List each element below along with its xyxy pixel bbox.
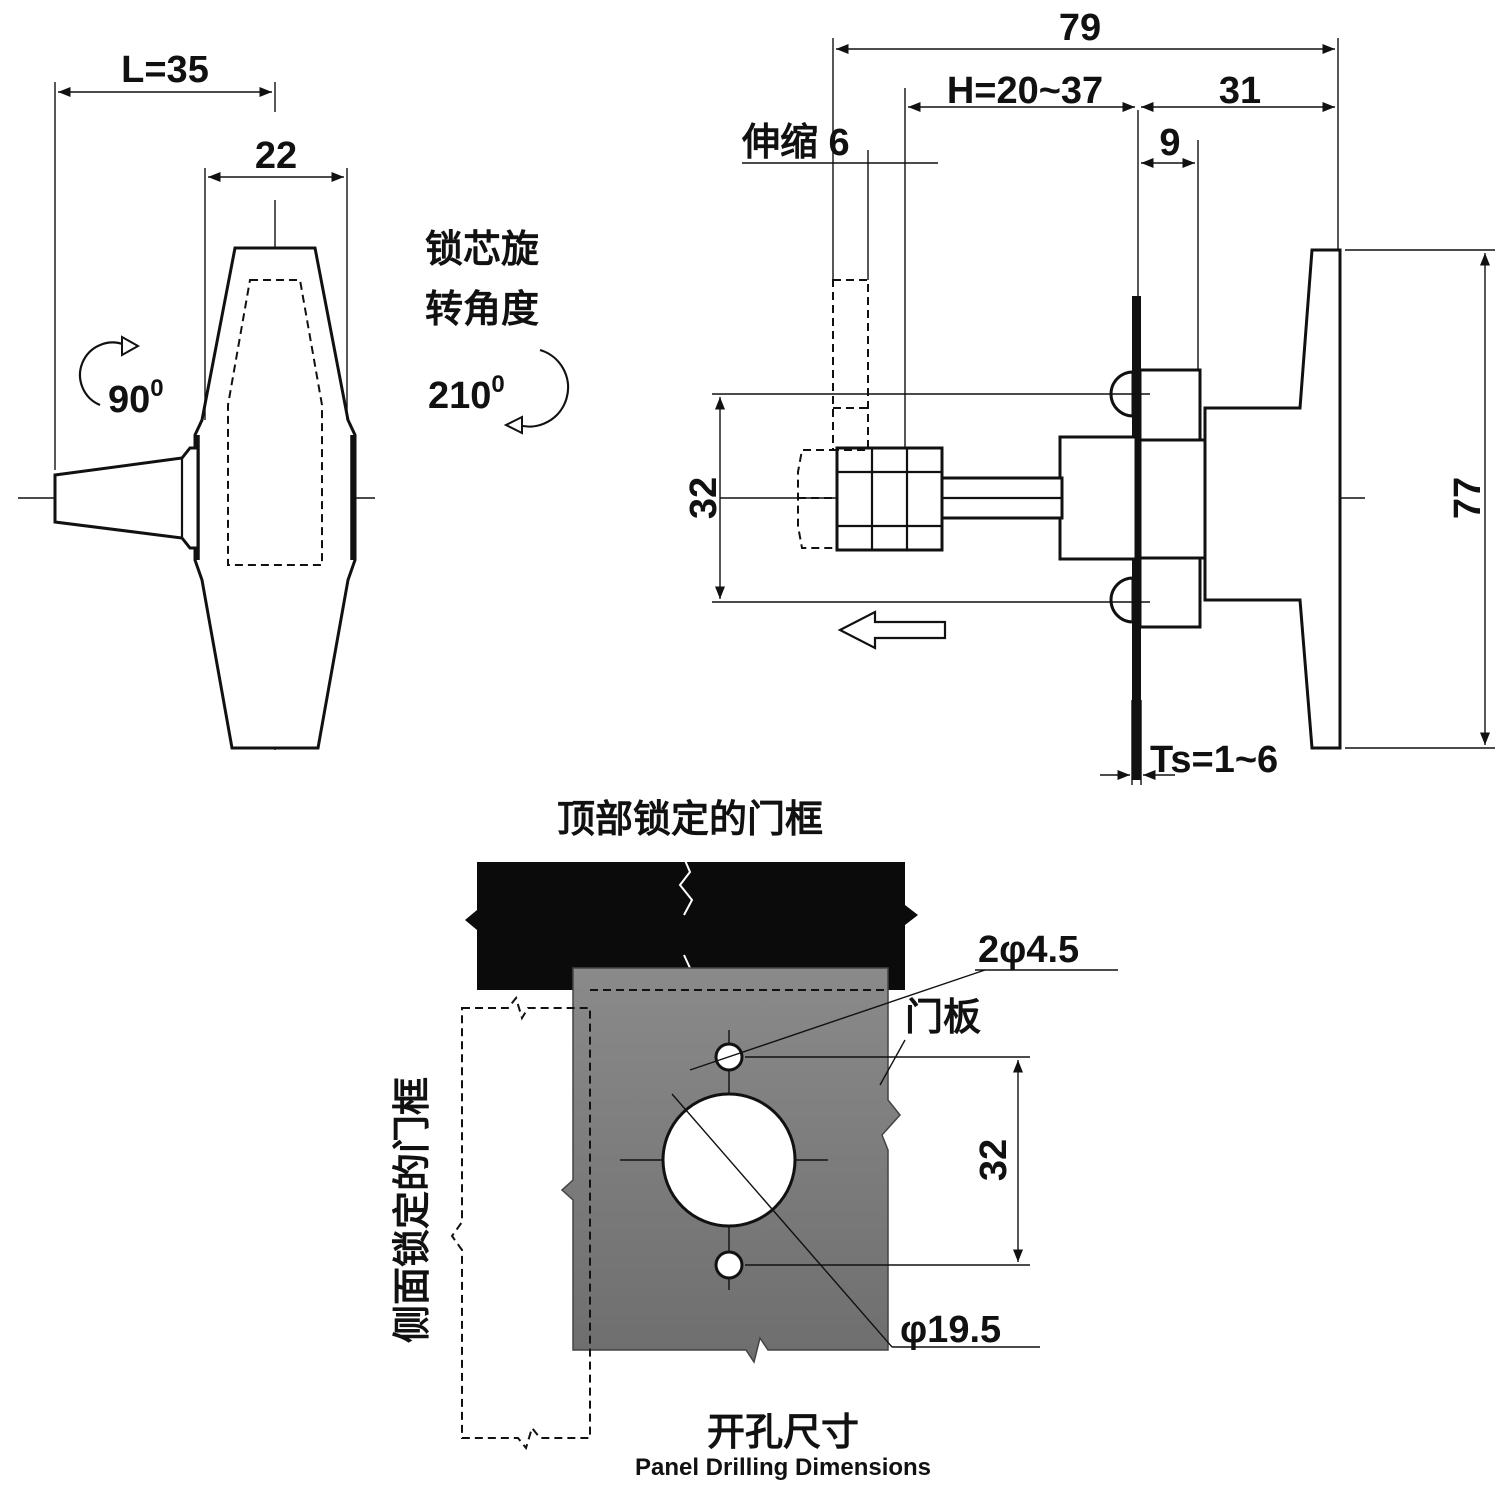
bushing-upper bbox=[1138, 368, 1202, 447]
nut-assembly bbox=[835, 446, 944, 552]
small-holes-label: 2φ4.5 bbox=[978, 929, 1079, 971]
top-frame-label: 顶部锁定的门框 bbox=[557, 799, 823, 841]
rotation-note: 锁芯旋 转角度 2100 bbox=[425, 229, 570, 435]
t-handle bbox=[1203, 248, 1342, 750]
caption-cn: 开孔尺寸 bbox=[707, 1412, 859, 1454]
hole-spacing-label: 32 bbox=[973, 1139, 1015, 1181]
drilling-view: 顶部锁定的门框 侧面锁定的门框 φ19.5 2φ4.5 门板 32 bbox=[392, 799, 1118, 1481]
small-hole-lower bbox=[714, 1250, 744, 1280]
screw-head-lower bbox=[1109, 576, 1135, 624]
side-view: L=35 22 900 bbox=[18, 49, 375, 750]
rotation-arrowhead bbox=[121, 335, 141, 357]
rotation-note-line2: 转角度 bbox=[425, 289, 539, 331]
frame-break-mark bbox=[678, 857, 694, 916]
big-hole-label: φ19.5 bbox=[900, 1309, 1001, 1351]
rotation-90-label: 900 bbox=[108, 375, 164, 421]
dim-31-label: 31 bbox=[1219, 70, 1261, 112]
panel-label: 门板 bbox=[905, 997, 981, 1039]
dim-H-label: H=20~37 bbox=[947, 70, 1103, 112]
dim-stroke-label: 伸缩 6 bbox=[741, 122, 850, 164]
bushing-center bbox=[1138, 438, 1207, 560]
dim-Ts-label: Ts=1~6 bbox=[1150, 739, 1278, 781]
rotation-note-line1: 锁芯旋 bbox=[425, 229, 539, 271]
rotation-210-label: 2100 bbox=[428, 371, 505, 417]
rotation-arrowhead bbox=[503, 415, 523, 435]
cam-phantom bbox=[832, 279, 869, 451]
dim-L-label: L=35 bbox=[121, 49, 209, 91]
panel-label-leader bbox=[879, 1039, 906, 1086]
handle-body bbox=[193, 246, 357, 750]
direction-arrow bbox=[837, 610, 947, 650]
side-door-frame-outline bbox=[450, 995, 591, 1451]
side-frame-label: 侧面锁定的门框 bbox=[392, 1077, 434, 1343]
top-door-frame bbox=[465, 862, 918, 990]
dim-32-label: 32 bbox=[683, 477, 725, 519]
rotation-arrow-210 bbox=[517, 348, 570, 428]
front-view: 79 H=20~37 31 伸缩 6 9 32 77 Ts=1~6 bbox=[683, 7, 1495, 785]
dim-77-label: 77 bbox=[1447, 477, 1489, 519]
caption-en: Panel Drilling Dimensions bbox=[635, 1454, 931, 1481]
lock-cylinder bbox=[53, 446, 200, 550]
front-housing bbox=[1058, 435, 1138, 561]
rotation-arrow-90 bbox=[78, 341, 126, 407]
hidden-cavity bbox=[227, 279, 323, 566]
bushing-lower bbox=[1138, 550, 1202, 629]
dim-22-label: 22 bbox=[255, 135, 297, 177]
small-hole-leader bbox=[689, 969, 986, 1071]
dim-79-label: 79 bbox=[1059, 7, 1101, 49]
dim-9-label: 9 bbox=[1159, 122, 1180, 164]
diameter-leader bbox=[671, 1093, 893, 1348]
